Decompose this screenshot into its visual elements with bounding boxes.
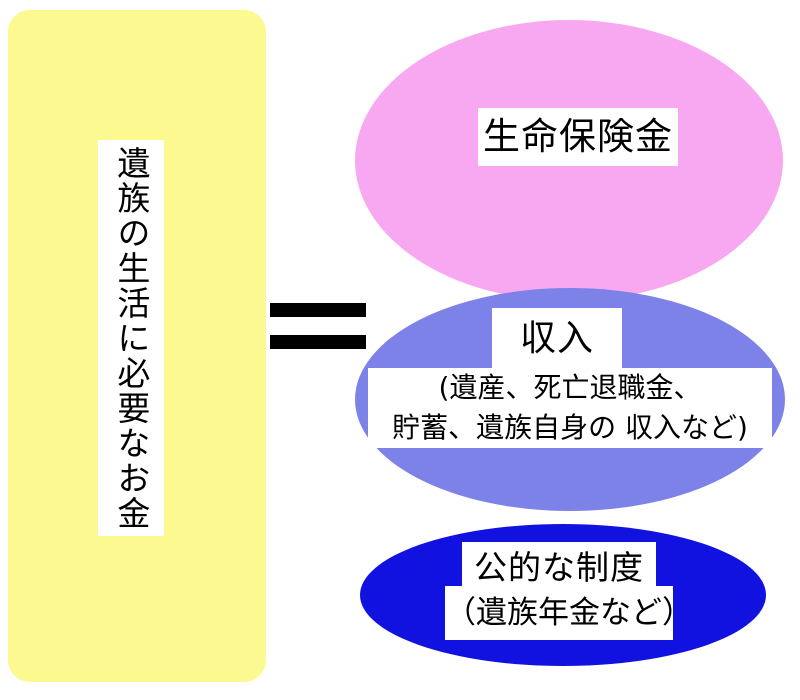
- equals-bar-top: [270, 303, 366, 317]
- insurance-label-plate: 生命保険金: [478, 108, 678, 166]
- need-label-plate: 遺族の生活に必要なお金: [98, 140, 164, 536]
- need-label-text: 遺族の生活に必要なお金: [111, 145, 151, 531]
- public-title-plate: 公的な制度: [462, 542, 656, 594]
- income-detail-line-2: 貯蓄、遺族自身の 収入など): [392, 411, 748, 444]
- income-title-plate: 収入: [492, 308, 622, 370]
- public-detail-plate: （遺族年金など）: [445, 586, 693, 640]
- need-box: 遺族の生活に必要なお金: [8, 10, 266, 682]
- income-detail-plate: (遺産、死亡退職金、 貯蓄、遺族自身の 収入など): [368, 368, 772, 448]
- equals-operator: [270, 303, 366, 349]
- equals-bar-bottom: [270, 335, 366, 349]
- income-detail-line-1: (遺産、死亡退職金、: [438, 371, 702, 404]
